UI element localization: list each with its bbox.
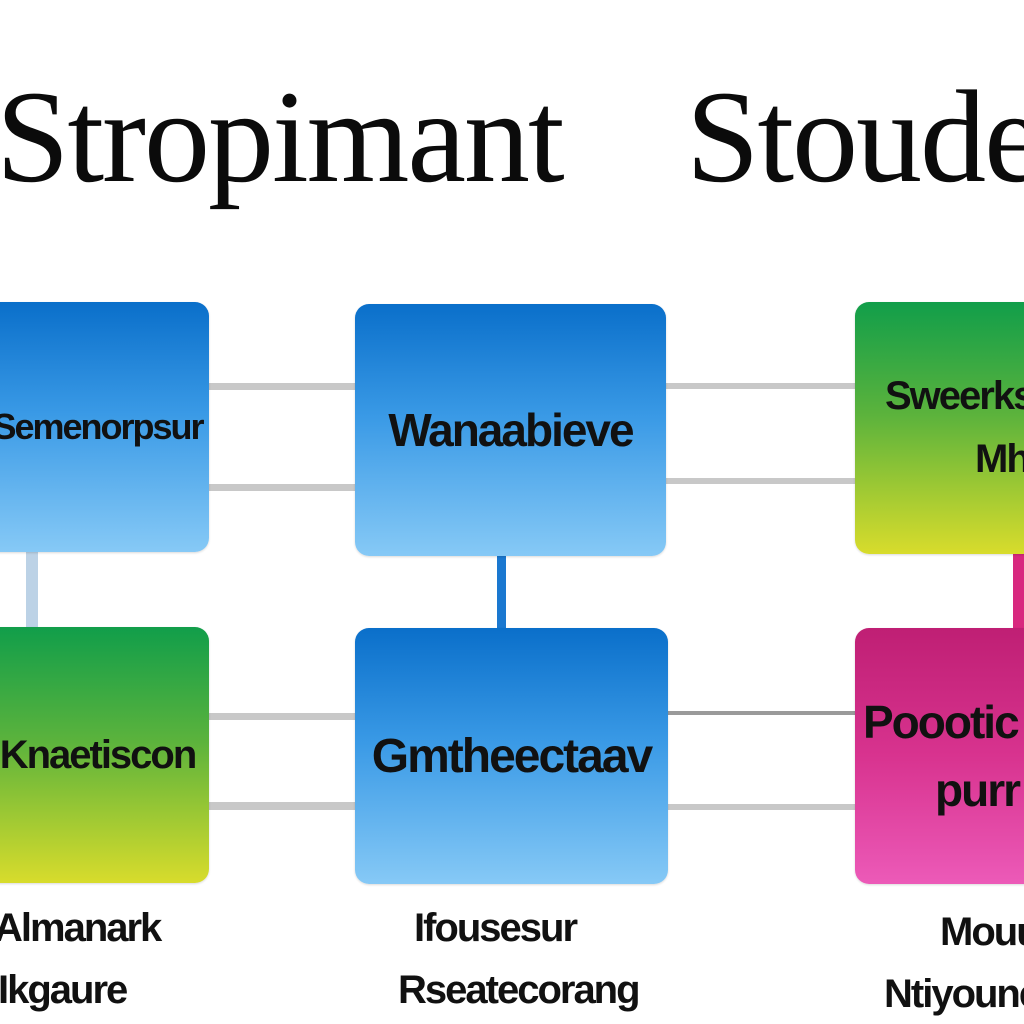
diagram-title: Stropimant Stoude [0,52,1024,222]
diagram-title-left: Stropimant [0,63,565,210]
node-label: Semenorpsur [0,406,205,447]
caption-left-line1: Almanark [0,906,162,950]
caption-center-line1: Ifousesur [414,906,578,950]
connector-2-3-lower [666,478,856,484]
connector-1-4-vertical [26,551,38,629]
diagram-title-right: Stoude [686,63,1024,210]
node-box-top-right: Sweerkse Mh [855,302,1024,554]
caption-right-line2: Ntiyoune [884,972,1024,1016]
connector-4-5-upper [208,713,356,720]
node-label: Knaetiscon [0,732,197,777]
node-box-top-left: Semenorpsur [0,302,209,552]
connector-4-5-lower [208,802,356,810]
node-label-line2: purr [935,764,1021,816]
caption-right-line1: Mouu [940,910,1024,954]
connector-2-3-upper [666,383,856,389]
connector-1-2-upper [208,383,356,390]
connector-1-2-lower [208,484,356,491]
node-label: Gmtheectaav [371,729,653,783]
node-label-line1: Sweerkse [885,374,1024,418]
node-label: Wanaabieve [388,404,634,456]
node-label-line1: Poootic [863,696,1020,748]
caption-left-line2: Ikgaure [0,968,128,1012]
node-box-bottom-right: Poootic purr [855,628,1024,884]
node-box-bottom-left: Knaetiscon [0,627,209,883]
connector-2-5-vertical [497,555,506,629]
node-label-line2: Mh [975,437,1024,481]
connector-3-6-vertical [1013,552,1024,630]
node-box-bottom-center: Gmtheectaav [355,628,668,884]
connector-5-6-upper [666,711,856,715]
connector-5-6-lower [666,804,856,810]
node-box-top-center: Wanaabieve [355,304,666,556]
caption-center-line2: Rseatecorang [398,968,641,1012]
